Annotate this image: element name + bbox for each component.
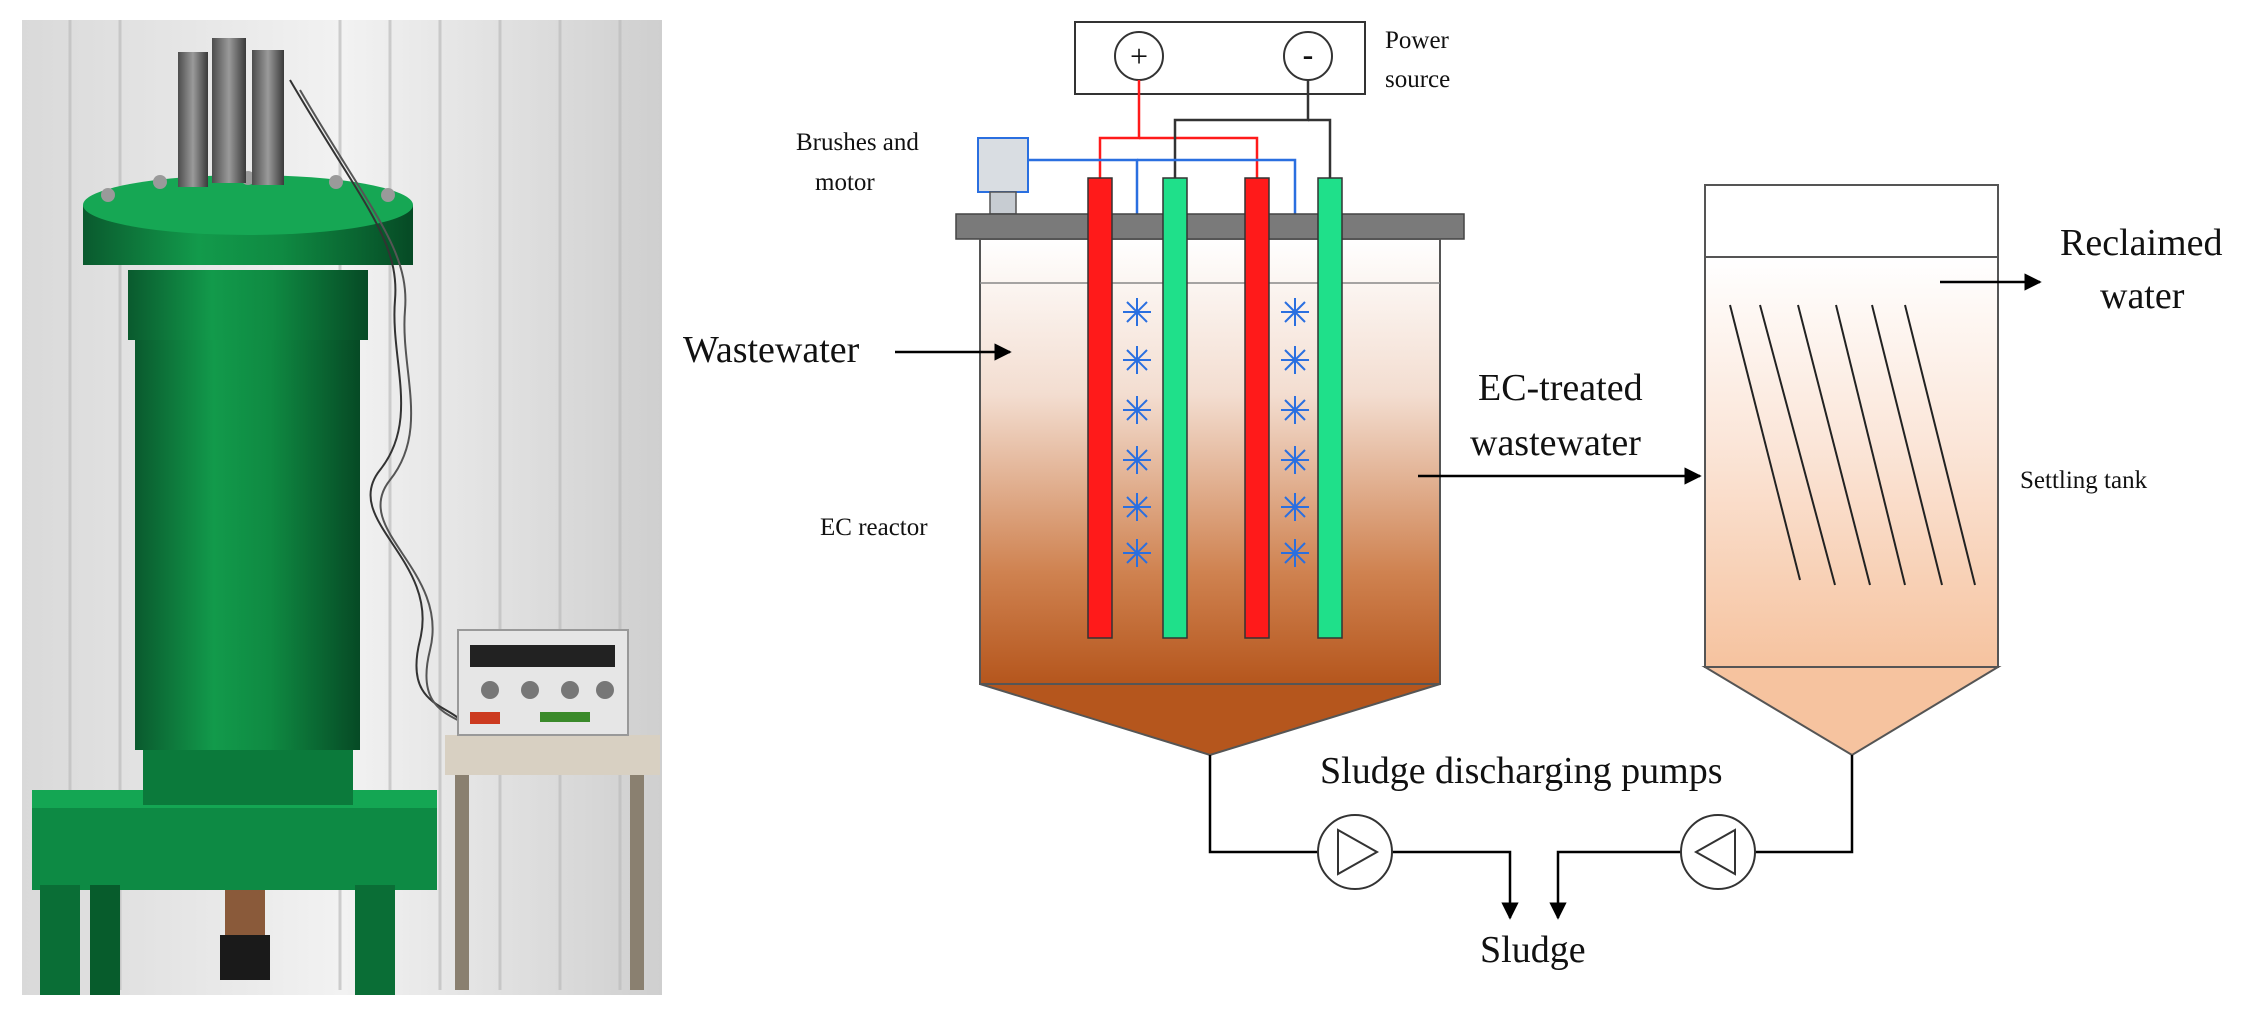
wastewater-label: Wastewater [683, 329, 860, 371]
red-wires [1098, 80, 1259, 178]
brush-star-icon [1123, 346, 1151, 374]
brush-star-icon [1281, 493, 1309, 521]
power-source-label-line2: source [1385, 66, 1450, 93]
reactor-photo [22, 20, 662, 995]
cylinder-collar [128, 270, 368, 340]
brushes-motor-label-line2: motor [815, 169, 875, 196]
outlet-valve [220, 935, 270, 980]
reactor-sludge-pipe [1208, 755, 1318, 854]
green-stand [32, 790, 437, 995]
cathode-plate-2 [1317, 177, 1343, 639]
reactor-sludge-pump-icon [1317, 814, 1393, 890]
reclaimed-label-line1: Reclaimed [2060, 222, 2222, 264]
tank-sludge-pump-icon [1680, 814, 1756, 890]
bottom-outlet [225, 890, 265, 940]
tank-sludge-outflow [1549, 850, 1682, 920]
sludge-label: Sludge [1480, 929, 1586, 971]
brush-star-icon [1123, 539, 1151, 567]
brush-star-icon [1123, 298, 1151, 326]
reactor-cone [979, 683, 1441, 757]
negative-symbol: - [1303, 36, 1314, 72]
positive-symbol: + [1130, 38, 1148, 74]
brush-star-icon [1281, 446, 1309, 474]
settling-tank [1704, 256, 1999, 668]
dc-power-supply-unit [457, 629, 629, 736]
anode-plate-2 [1244, 177, 1270, 639]
reactor-lid [955, 213, 1465, 240]
settling-tank-top [1704, 184, 1999, 258]
ec-reactor-label: EC reactor [820, 514, 928, 541]
tank-sludge-pipe [1755, 755, 1854, 854]
cylinder-base [143, 745, 353, 805]
reactor-cylinder [135, 330, 360, 750]
ec-treated-label-line1: EC-treated [1478, 367, 1643, 409]
settling-tank-label: Settling tank [2020, 467, 2148, 494]
side-table [445, 735, 660, 990]
reactor-sludge-outflow [1392, 850, 1519, 920]
anode-plate-1 [1087, 177, 1113, 639]
electrode-rods [178, 38, 284, 187]
settling-tank-cone [1701, 666, 2002, 757]
brush-star-icon [1123, 446, 1151, 474]
ec-reactor-tank [979, 238, 1441, 685]
brush-star-icon [1281, 396, 1309, 424]
motor-icon [977, 137, 1029, 193]
process-schematic: + - Power source Brushes and motor [683, 21, 2222, 971]
ec-treated-label-line2: wastewater [1470, 422, 1641, 464]
brushes-motor-label-line1: Brushes and [796, 129, 919, 156]
brush-star-icon [1123, 396, 1151, 424]
brush-star-icons [1123, 298, 1309, 567]
brush-star-icon [1281, 346, 1309, 374]
black-wires [1173, 80, 1332, 178]
brush-star-icon [1123, 493, 1151, 521]
lamella-plates [1729, 304, 1976, 586]
reclaimed-label-line2: water [2100, 275, 2185, 317]
sludge-pumps-label: Sludge discharging pumps [1320, 750, 1723, 792]
cathode-plate-1 [1162, 177, 1188, 639]
power-wire [289, 79, 471, 741]
power-source-label-line1: Power [1385, 27, 1450, 54]
brush-star-icon [1281, 539, 1309, 567]
brush-star-icon [1281, 298, 1309, 326]
